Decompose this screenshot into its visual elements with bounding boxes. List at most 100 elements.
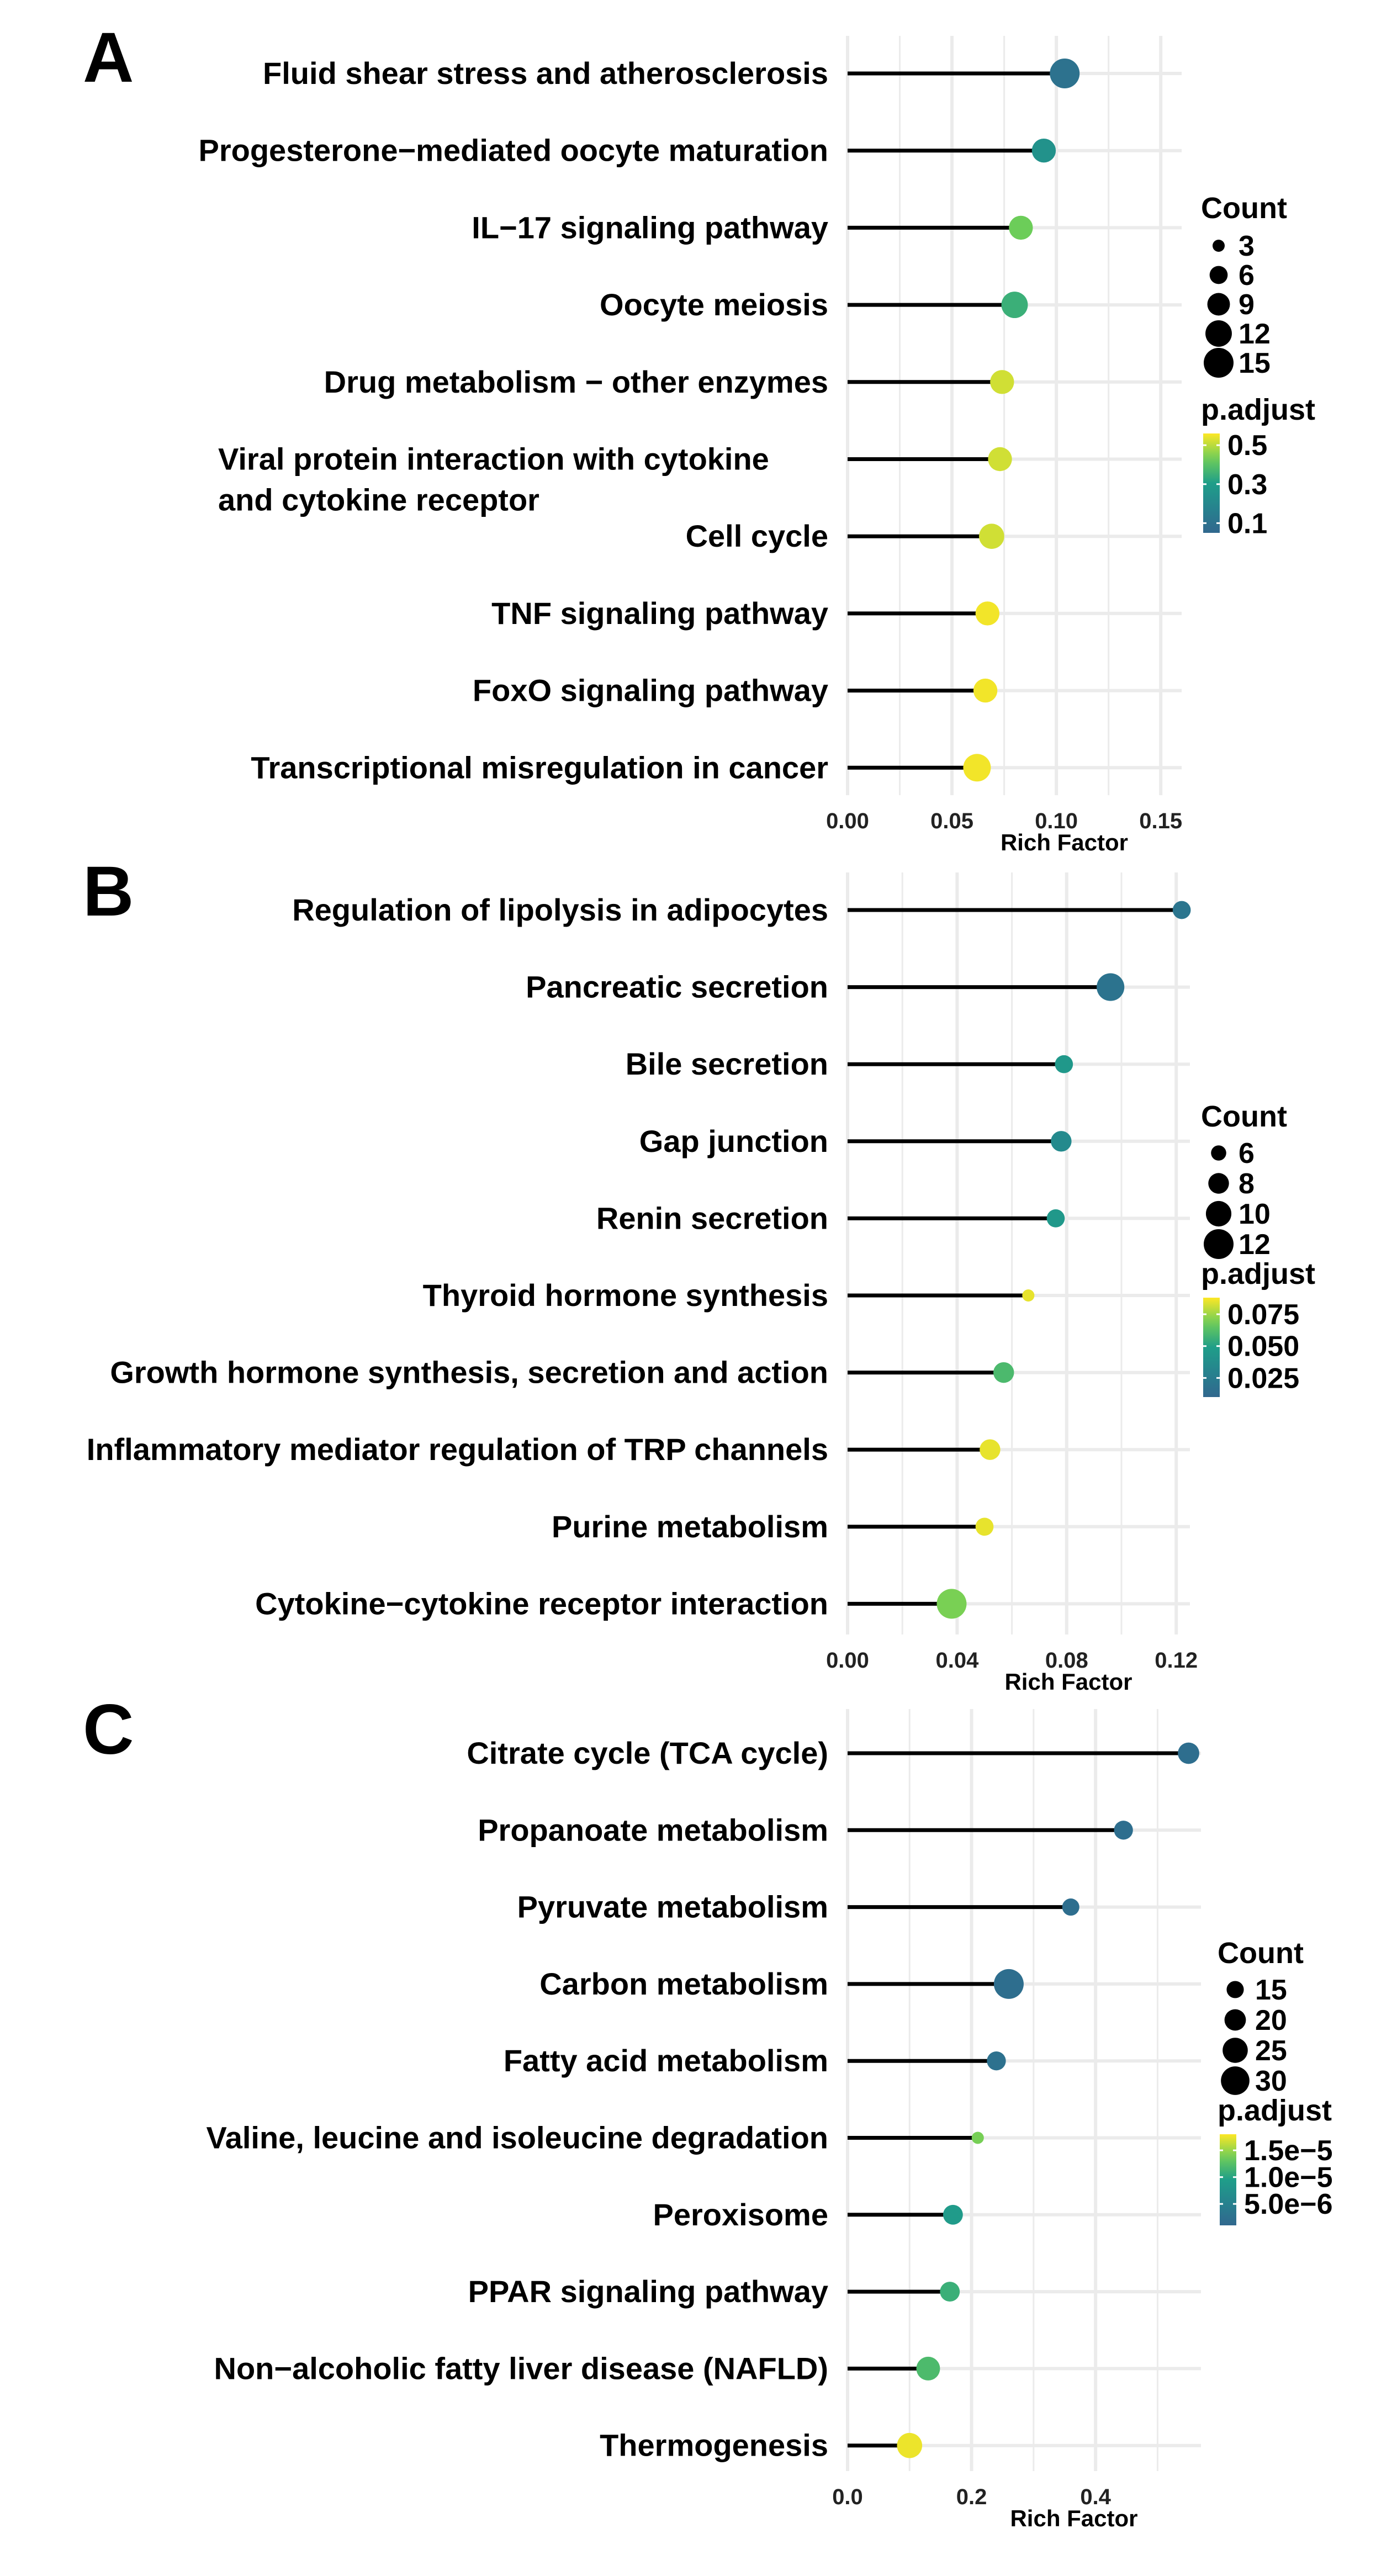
- panel-b-x-axis-label: Rich Factor: [1004, 1669, 1132, 1695]
- panel-b-category-label-4: Renin secretion: [596, 1200, 828, 1235]
- panel-a-count-legend-label-3: 12: [1239, 318, 1271, 350]
- panel-c-category-label-3: Carbon metabolism: [539, 1966, 828, 2001]
- panel-a-category-label-4: Drug metabolism − other enzymes: [324, 364, 828, 399]
- panel-b-count-legend-title: Count: [1201, 1100, 1287, 1133]
- panel-c-category-label-1: Propanoate metabolism: [478, 1812, 828, 1847]
- panel-b-padjust-legend-label-1: 0.050: [1227, 1331, 1299, 1363]
- panel-a-category-label-9: Transcriptional misregulation in cancer: [251, 750, 828, 785]
- panel-c-point-8: [916, 2356, 940, 2381]
- panel-b-x-tick-label-0: 0.00: [826, 1648, 869, 1673]
- panel-c-point-7: [940, 2282, 960, 2302]
- panel-b-point-9: [936, 1589, 967, 1619]
- panel-b-label: B: [83, 852, 134, 931]
- panel-c-x-axis-label: Rich Factor: [1010, 2505, 1137, 2531]
- panel-c-point-1: [1114, 1821, 1133, 1840]
- panel-a-count-legend-key-4: [1204, 348, 1234, 378]
- panel-c-point-3: [993, 1969, 1024, 1999]
- panel-b-count-legend-key-1: [1208, 1173, 1229, 1194]
- panel-a-padjust-legend-label-0: 0.5: [1227, 430, 1267, 462]
- panel-c-category-label-5: Valine, leucine and isoleucine degradati…: [206, 2120, 828, 2155]
- panel-c: C Citrate cycle (TCA cycle) Propanoate me…: [83, 1690, 1333, 2531]
- panel-c-category-label-9: Thermogenesis: [600, 2428, 828, 2463]
- panel-b-count-legend-key-3: [1204, 1229, 1234, 1259]
- panel-c-count-legend-label-1: 20: [1255, 2004, 1287, 2037]
- panel-a-point-4: [990, 370, 1014, 394]
- panel-a-x-tick-label-3: 0.15: [1139, 809, 1182, 833]
- panel-b-x-tick-label-1: 0.04: [935, 1648, 979, 1673]
- panel-c-padjust-legend-label-0: 1.5e−5: [1244, 2135, 1333, 2167]
- panel-a-count-legend-key-2: [1207, 293, 1230, 316]
- panel-b-count-legend-key-0: [1211, 1145, 1226, 1161]
- panel-a-point-0: [1050, 59, 1080, 88]
- panel-c-count-legend-title: Count: [1218, 1937, 1304, 1970]
- panel-a-count-legend-key-1: [1209, 266, 1228, 284]
- panel-b-count-legend-label-3: 12: [1239, 1229, 1271, 1261]
- panel-c-category-label-7: PPAR signaling pathway: [468, 2274, 828, 2309]
- panel-b-padjust-legend-title: p.adjust: [1201, 1257, 1315, 1290]
- panel-b-category-label-9: Cytokine−cytokine receptor interaction: [255, 1586, 828, 1621]
- panel-b-count-legend-label-2: 10: [1239, 1198, 1271, 1230]
- panel-a-category-label-2: IL−17 signaling pathway: [472, 210, 828, 245]
- panel-b-category-label-3: Gap junction: [639, 1124, 828, 1159]
- panel-b-plot: Regulation of lipolysis in adipocytesPan…: [87, 872, 1198, 1673]
- panel-a-point-2: [1009, 215, 1033, 240]
- panel-b-point-4: [1046, 1209, 1065, 1228]
- panel-a-plot: Fluid shear stress and atherosclerosisPr…: [198, 36, 1182, 833]
- panel-c-x-tick-label-0: 0.0: [832, 2485, 863, 2509]
- panel-b-category-label-8: Purine metabolism: [552, 1509, 828, 1544]
- panel-c-category-label-6: Peroxisome: [653, 2197, 829, 2232]
- panel-b-category-label-7: Inflammatory mediator regulation of TRP …: [87, 1432, 828, 1467]
- panel-c-padjust-colorbar: [1220, 2134, 1236, 2225]
- panel-a-category-label-6: Cell cycle: [686, 519, 828, 553]
- panel-c-category-label-0: Citrate cycle (TCA cycle): [467, 1736, 828, 1770]
- panel-a-category-label-0: Fluid shear stress and atherosclerosis: [263, 56, 828, 91]
- panel-b-padjust-colorbar: [1203, 1298, 1220, 1397]
- panel-a-point-3: [1001, 292, 1028, 319]
- panel-c-point-2: [1062, 1898, 1079, 1916]
- panel-c-plot: Citrate cycle (TCA cycle) Propanoate meta…: [206, 1709, 1201, 2509]
- panel-c-category-label-2: Pyruvate metabolism: [517, 1890, 828, 1924]
- panel-a-category-label-1: Progesterone−mediated oocyte maturation: [198, 133, 828, 168]
- panel-c-count-legend-key-0: [1226, 1981, 1244, 1998]
- panel-b-category-label-0: Regulation of lipolysis in adipocytes: [292, 892, 828, 927]
- panel-c-count-legend-label-0: 15: [1255, 1974, 1287, 2006]
- panel-b-category-label-6: Growth hormone synthesis, secretion and …: [110, 1355, 828, 1390]
- panel-a-x-tick-label-1: 0.05: [930, 809, 973, 833]
- panel-b-x-tick-label-2: 0.08: [1045, 1648, 1088, 1673]
- panel-a-count-legend-label-2: 9: [1239, 289, 1255, 321]
- panel-a-category-label-5-line-1: and cytokine receptor: [218, 483, 539, 517]
- panel-c-category-label-4: Fatty acid metabolism: [504, 2043, 828, 2078]
- panel-b-point-3: [1051, 1131, 1072, 1152]
- panel-b-point-1: [1097, 973, 1125, 1001]
- panel-a-padjust-legend-label-1: 0.3: [1227, 469, 1267, 501]
- panel-a-padjust-legend-title: p.adjust: [1201, 393, 1315, 426]
- panel-b-x-tick-label-3: 0.12: [1155, 1648, 1198, 1673]
- panel-a-padjust-colorbar: [1203, 433, 1220, 533]
- panel-a-x-tick-label-0: 0.00: [826, 809, 869, 833]
- panel-c-point-6: [943, 2204, 963, 2225]
- panel-a-point-8: [973, 678, 998, 703]
- panel-b-point-0: [1172, 901, 1191, 919]
- panel-c-label: C: [83, 1690, 134, 1769]
- panel-c-count-legend-key-3: [1221, 2066, 1250, 2095]
- panel-a-count-legend-key-3: [1205, 320, 1232, 347]
- panel-c-point-5: [971, 2131, 984, 2144]
- panel-a-point-1: [1031, 139, 1056, 163]
- panel-a-padjust-legend: p.adjust 0.5 0.3 0.1: [1201, 393, 1315, 539]
- panel-a-padjust-legend-label-2: 0.1: [1227, 507, 1267, 539]
- panel-b-padjust-legend-label-0: 0.075: [1227, 1299, 1299, 1331]
- panel-b-count-legend-label-0: 6: [1239, 1138, 1255, 1170]
- panel-c-padjust-legend-label-2: 5.0e−6: [1244, 2188, 1333, 2220]
- panel-b-count-legend-key-2: [1205, 1200, 1232, 1227]
- panel-c-padjust-legend-title: p.adjust: [1218, 2094, 1332, 2127]
- panel-b-point-7: [980, 1439, 1001, 1460]
- panel-a-count-legend-key-0: [1213, 240, 1225, 252]
- panel-a-count-legend-label-1: 6: [1239, 260, 1255, 292]
- panel-a-count-legend-label-0: 3: [1239, 230, 1255, 262]
